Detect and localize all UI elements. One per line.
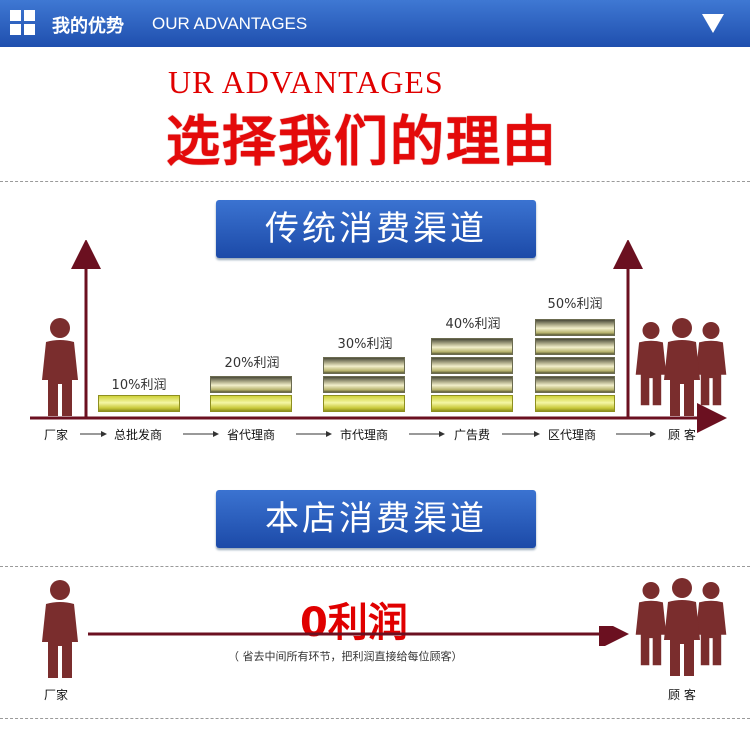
coin-layer — [431, 395, 513, 412]
squares-logo-icon — [10, 10, 36, 36]
coin-layer — [323, 395, 405, 412]
divider — [0, 718, 750, 719]
stage-city-agent: 市代理商 — [340, 428, 389, 442]
coin-layer — [210, 376, 292, 393]
header-title-cn: 我的优势 — [52, 16, 124, 37]
coin-layer — [98, 395, 180, 412]
coin-layer — [431, 338, 513, 355]
coin-layer — [535, 338, 615, 355]
divider — [0, 566, 750, 567]
stage-advertising: 广告费 — [454, 428, 491, 442]
hero-title-en: UR ADVANTAGES — [168, 64, 444, 100]
stage-province-agent: 省代理商 — [227, 428, 276, 442]
direct-note: （ 省去中间所有环节，把利润直接给每位顾客） — [228, 650, 463, 663]
profit-label-2: 20%利润 — [224, 356, 280, 371]
header-title-en: OUR ADVANTAGES — [152, 14, 308, 33]
traditional-channel-banner: 传统消费渠道 — [216, 200, 536, 258]
traditional-arrows — [30, 240, 727, 433]
zero-profit-text: 0利润 — [300, 600, 408, 646]
profit-label-3: 30%利润 — [337, 337, 393, 352]
manufacturer-person-icon — [42, 318, 78, 416]
stage-flow-arrows — [80, 431, 656, 437]
coin-layer — [323, 357, 405, 374]
coin-layer — [323, 376, 405, 393]
stage-customer: 顾 客 — [668, 428, 696, 442]
coin-layer — [535, 357, 615, 374]
profit-label-4: 40%利润 — [445, 317, 501, 332]
coin-layer — [535, 395, 615, 412]
coin-layer — [431, 376, 513, 393]
coin-layer — [535, 376, 615, 393]
chevron-down-icon[interactable] — [702, 14, 724, 33]
store-to-label: 顾 客 — [668, 688, 696, 702]
coin-layer — [210, 395, 292, 412]
stage-manufacturer: 厂家 — [44, 428, 69, 442]
coin-layer — [535, 319, 615, 336]
store-channel-banner: 本店消费渠道 — [216, 490, 536, 548]
customers-group-icon — [635, 578, 727, 676]
profit-label-5: 50%利润 — [547, 297, 603, 312]
section-header: 我的优势 OUR ADVANTAGES — [0, 0, 750, 47]
manufacturer-person-icon — [42, 580, 78, 678]
customers-group-icon — [635, 318, 727, 416]
stage-district-agent: 区代理商 — [548, 428, 597, 442]
divider — [0, 181, 750, 182]
stage-wholesaler: 总批发商 — [114, 428, 163, 442]
coin-layer — [431, 357, 513, 374]
direct-arrow — [88, 626, 629, 646]
profit-label-1: 10%利润 — [111, 378, 167, 393]
hero-title-cn: 选择我们的理由 — [166, 110, 558, 173]
store-from-label: 厂家 — [44, 688, 69, 702]
